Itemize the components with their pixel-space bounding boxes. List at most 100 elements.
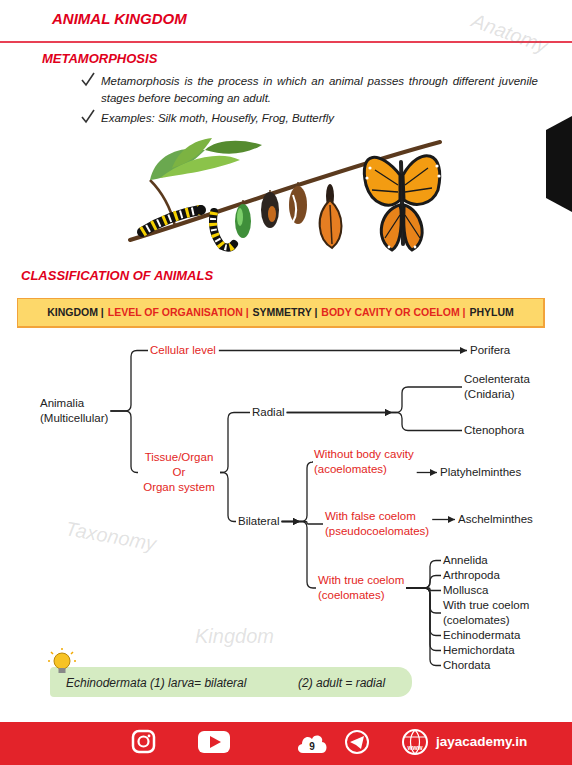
connector [110,411,138,473]
connector [110,351,148,412]
node-text: Hemichordata [443,643,515,658]
connector-line [287,413,462,431]
connector-line [406,588,441,666]
phylum-name: Arthropoda [443,568,500,583]
node-text: 9 [295,739,329,754]
phylum-name: Porifera [470,343,510,358]
bullet-text: Examples: Silk moth, Housefly, Frog, But… [101,110,538,127]
note-box: Echinodermata (1) larva= bilateral (2) ad… [50,667,412,697]
node-text: Tissue/Organ Or Organ system [140,450,218,495]
connector [432,516,455,523]
phylum-name: Mollusca [443,583,488,598]
arrow-head [385,409,392,416]
node-text: Echinodermata (1) larva= bilateral [66,676,246,691]
arrow-head [448,516,455,523]
icon-text: www [404,744,426,751]
coelom-label: With true coelom (coelomates) [318,573,404,603]
arrow-head [460,347,467,354]
arrow-head [293,518,300,525]
connector-line [406,588,441,636]
band-text: BODY CAVITY OR COELOM | [321,305,465,320]
phylum-name: With true coelom (coelomates) [443,598,529,628]
node-text: With true coelom (coelomates) [443,598,529,628]
section-heading: METAMORPHOSIS [42,51,157,66]
node-text: Cellular level [150,343,216,358]
node-text: Echinodermata [443,628,520,643]
watermark: Kingdom [195,625,274,648]
bullet-text: Metamorphosis is the process in which an… [101,73,538,107]
kingdom-label: Animalia (Multicellular) [40,396,108,426]
connector [219,347,467,354]
connector-line [110,351,148,412]
page-title: ANIMAL KINGDOM [52,10,187,27]
phylum-name: Ctenophora [464,423,524,438]
node-text: Chordata [443,658,490,673]
connector-line [406,576,441,589]
connector [282,518,316,588]
connector [406,561,441,589]
watermark: Anatomy [468,9,550,58]
phylum-name: Platyhelminthes [440,465,521,480]
arrow-head [293,518,300,525]
node-text: jayacademy.in [436,734,527,749]
node-text: Platyhelminthes [440,465,521,480]
node-text: (2) adult = radial [298,676,385,691]
arrow-head [385,409,392,416]
phylum-name: Hemichordata [443,643,515,658]
header-band: KINGDOM | LEVEL OF ORGANISATION | SYMMETRY… [17,298,545,328]
connector-line [406,561,441,589]
coelom-label: With false coelom (pseudocoelomates) [325,509,429,539]
connector-line [220,413,250,473]
connector-line [282,522,316,589]
node-text: With true coelom (coelomates) [318,573,404,603]
watermark: Taxonomy [64,517,158,556]
phylum-name: Annelida [443,553,488,568]
coelom-label: Without body cavity (acoelomates) [314,447,414,477]
node-text: Arthropoda [443,568,500,583]
connector-line [406,588,441,613]
metamorphosis-illustration [130,138,441,250]
connector-line [220,473,236,522]
symmetry-label: Bilateral [238,514,280,529]
connector-line [406,588,441,651]
connector [406,588,441,636]
connector [282,462,313,525]
page-number-cloud: 9 [295,730,329,756]
organisation-label: Cellular level [150,343,216,358]
connector [406,576,441,589]
connector [406,588,441,651]
arrow-head [293,518,300,525]
connector-line [432,519,455,520]
connector-line [282,522,323,525]
connector [406,588,441,666]
connector-line [287,387,462,413]
footer-band: jayacademy.in 9 [0,722,572,765]
side-tab [546,116,572,212]
node-text: Annelida [443,553,488,568]
arrow-head [430,469,437,476]
connector-line [406,588,441,591]
node-text: Coelenterata (Cnidaria) [464,372,530,402]
band-text: KINGDOM | [47,305,104,320]
phylum-name: Aschelminthes [458,512,533,527]
connector-line [219,350,467,351]
connector-line [110,411,138,473]
node-text: Porifera [470,343,510,358]
node-text: Bilateral [238,514,280,529]
header-rule [0,41,572,43]
node-text: Mollusca [443,583,488,598]
band-text: LEVEL OF ORGANISATION | [108,305,249,320]
node-text: Without body cavity (acoelomates) [314,447,414,477]
band-text: SYMMETRY | [253,305,318,320]
connector [417,469,437,476]
check-mark [82,73,94,85]
connector [287,409,462,431]
connector [220,473,236,522]
connector [282,518,323,525]
phylum-name: Coelenterata (Cnidaria) [464,372,530,402]
connector [406,588,441,591]
symmetry-label: Radial [252,405,285,420]
check-mark [82,110,94,122]
phylum-name: Echinodermata [443,628,520,643]
